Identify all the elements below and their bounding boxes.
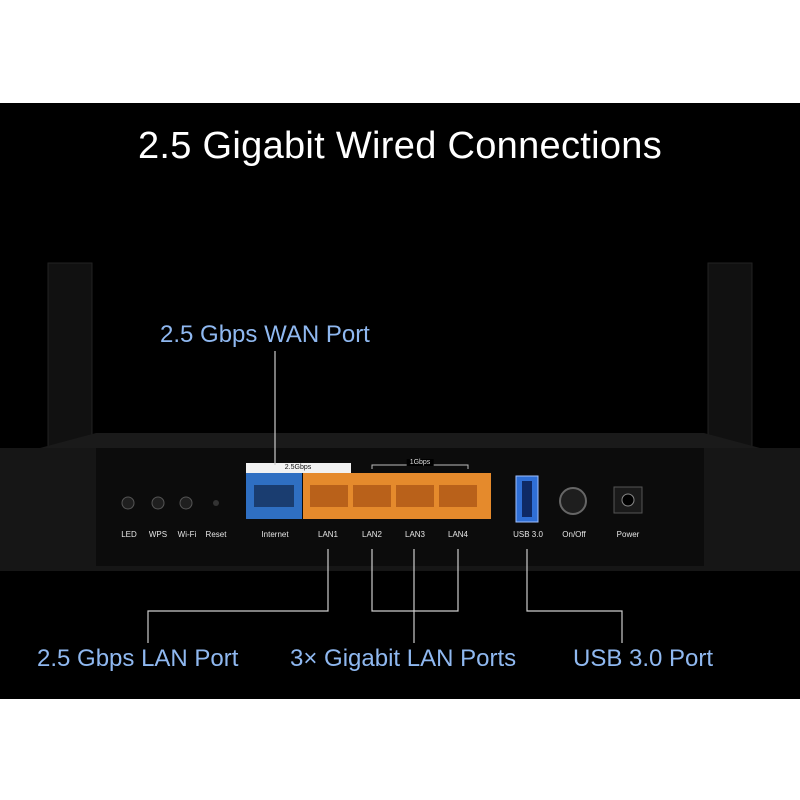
reset-hole — [213, 500, 219, 506]
callout-usb: USB 3.0 Port — [573, 645, 714, 672]
label-wps: WPS — [148, 530, 168, 539]
label-led: LED — [121, 530, 137, 539]
gigabit-callout-line — [371, 549, 459, 643]
label-lan2: LAN2 — [361, 530, 383, 539]
callout-wan: 2.5 Gbps WAN Port — [160, 321, 370, 348]
wifi-button — [179, 496, 193, 510]
headline: 2.5 Gigabit Wired Connections — [137, 125, 663, 167]
label-lan3: LAN3 — [404, 530, 426, 539]
label-onoff: On/Off — [562, 530, 586, 539]
router-illustration — [0, 262, 800, 643]
onoff-button — [559, 487, 587, 515]
label-lan4: LAN4 — [447, 530, 469, 539]
router-top-vent — [40, 433, 760, 448]
lan1-port — [310, 485, 348, 507]
speed-25-bracket — [246, 463, 351, 473]
label-wifi: Wi-Fi — [177, 530, 197, 539]
lan2-port — [353, 485, 391, 507]
label-usb: USB 3.0 — [513, 530, 543, 539]
product-image-panel: 2.5 Gigabit Wired Connections — [0, 103, 800, 699]
label-reset: Reset — [205, 530, 227, 539]
usb-callout-line — [526, 549, 623, 643]
lan4-port — [439, 485, 477, 507]
lan25-callout-line — [147, 549, 329, 643]
label-speed-1: 1Gbps — [406, 459, 434, 466]
wps-button — [151, 496, 165, 510]
led-button — [121, 496, 135, 510]
label-internet: Internet — [261, 530, 289, 539]
callout-lan25: 2.5 Gbps LAN Port — [37, 645, 239, 672]
lan3-port — [396, 485, 434, 507]
callout-gigabit-lan: 3× Gigabit LAN Ports — [290, 645, 517, 672]
label-lan1: LAN1 — [317, 530, 339, 539]
label-power: Power — [616, 530, 640, 539]
label-speed-25: 2.5Gbps — [284, 464, 312, 471]
